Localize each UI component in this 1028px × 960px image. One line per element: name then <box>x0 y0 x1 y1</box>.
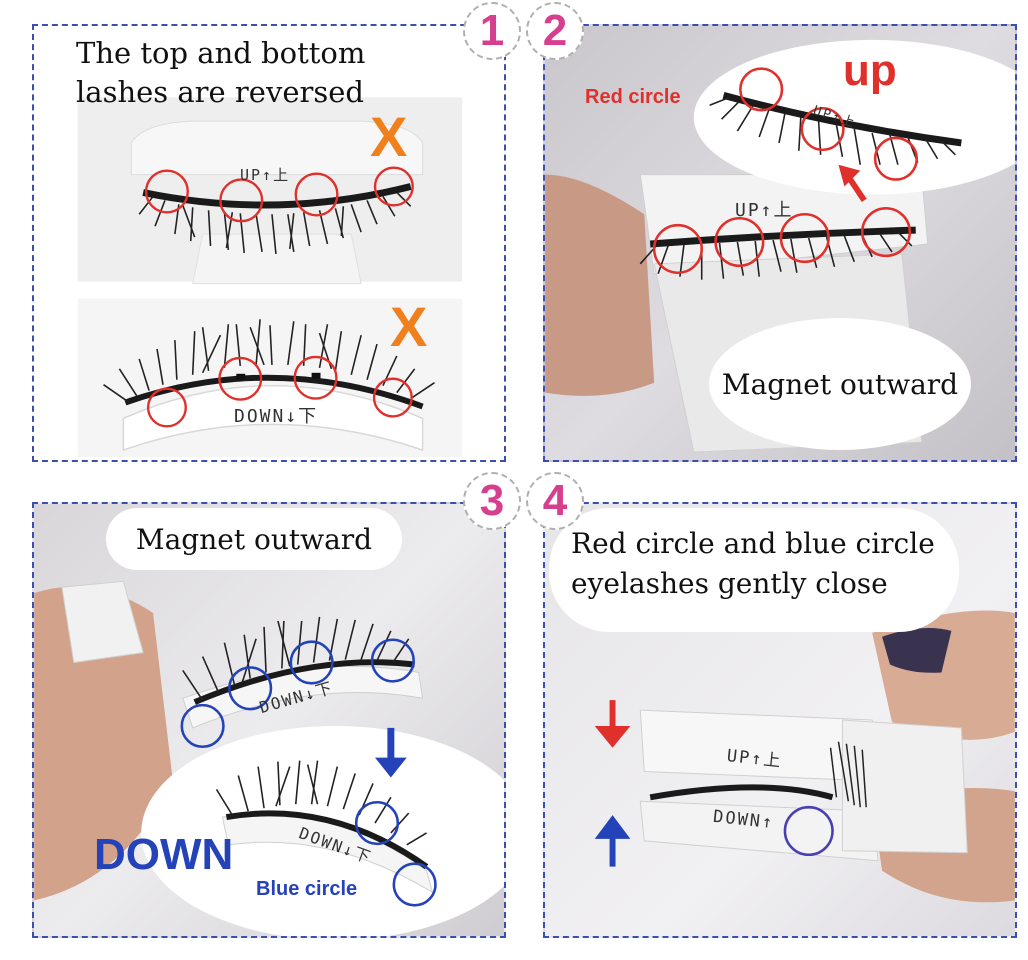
panel-1-illustration <box>77 97 463 458</box>
panel-step-4: Red circle and blue circle eyelashes gen… <box>543 502 1017 938</box>
wrong-mark-top: X <box>370 105 408 168</box>
panel-4-illustration <box>594 610 1015 903</box>
step-number-4: 4 <box>526 472 584 530</box>
down-label: DOWN <box>94 830 234 879</box>
strip-label-up: UP↑上 <box>735 200 794 221</box>
magnet-outward-bubble: Magnet outward <box>106 508 402 570</box>
up-label: up <box>843 46 897 95</box>
blue-circle-label: Blue circle <box>256 878 358 900</box>
gently-close-bubble: Red circle and blue circle eyelashes gen… <box>549 508 959 632</box>
magnet-outward-bubble: Magnet outward <box>709 318 971 450</box>
wrong-mark-bottom: X <box>390 295 428 358</box>
panel-3-illustration <box>34 580 504 936</box>
strip-label-down: DOWN↓下 <box>234 406 319 427</box>
panel-step-2: Red circle up UP↑上 UP↑上 Magnet outward <box>543 24 1017 462</box>
strip-label-up: UP↑上 <box>240 166 291 184</box>
panel-step-1: The top and bottom lashes are reversed X… <box>32 24 506 462</box>
panel-1-caption: The top and bottom lashes are reversed <box>76 36 366 109</box>
step-number-2: 2 <box>526 2 584 60</box>
step-number-3: 3 <box>463 472 521 530</box>
step-number-1: 1 <box>463 2 521 60</box>
red-circle-label: Red circle <box>585 86 681 108</box>
panel-2-illustration <box>545 39 1015 453</box>
panel-step-3: Magnet outward DOWN↓下 DOWN↓下 DOWN Blue c… <box>32 502 506 938</box>
